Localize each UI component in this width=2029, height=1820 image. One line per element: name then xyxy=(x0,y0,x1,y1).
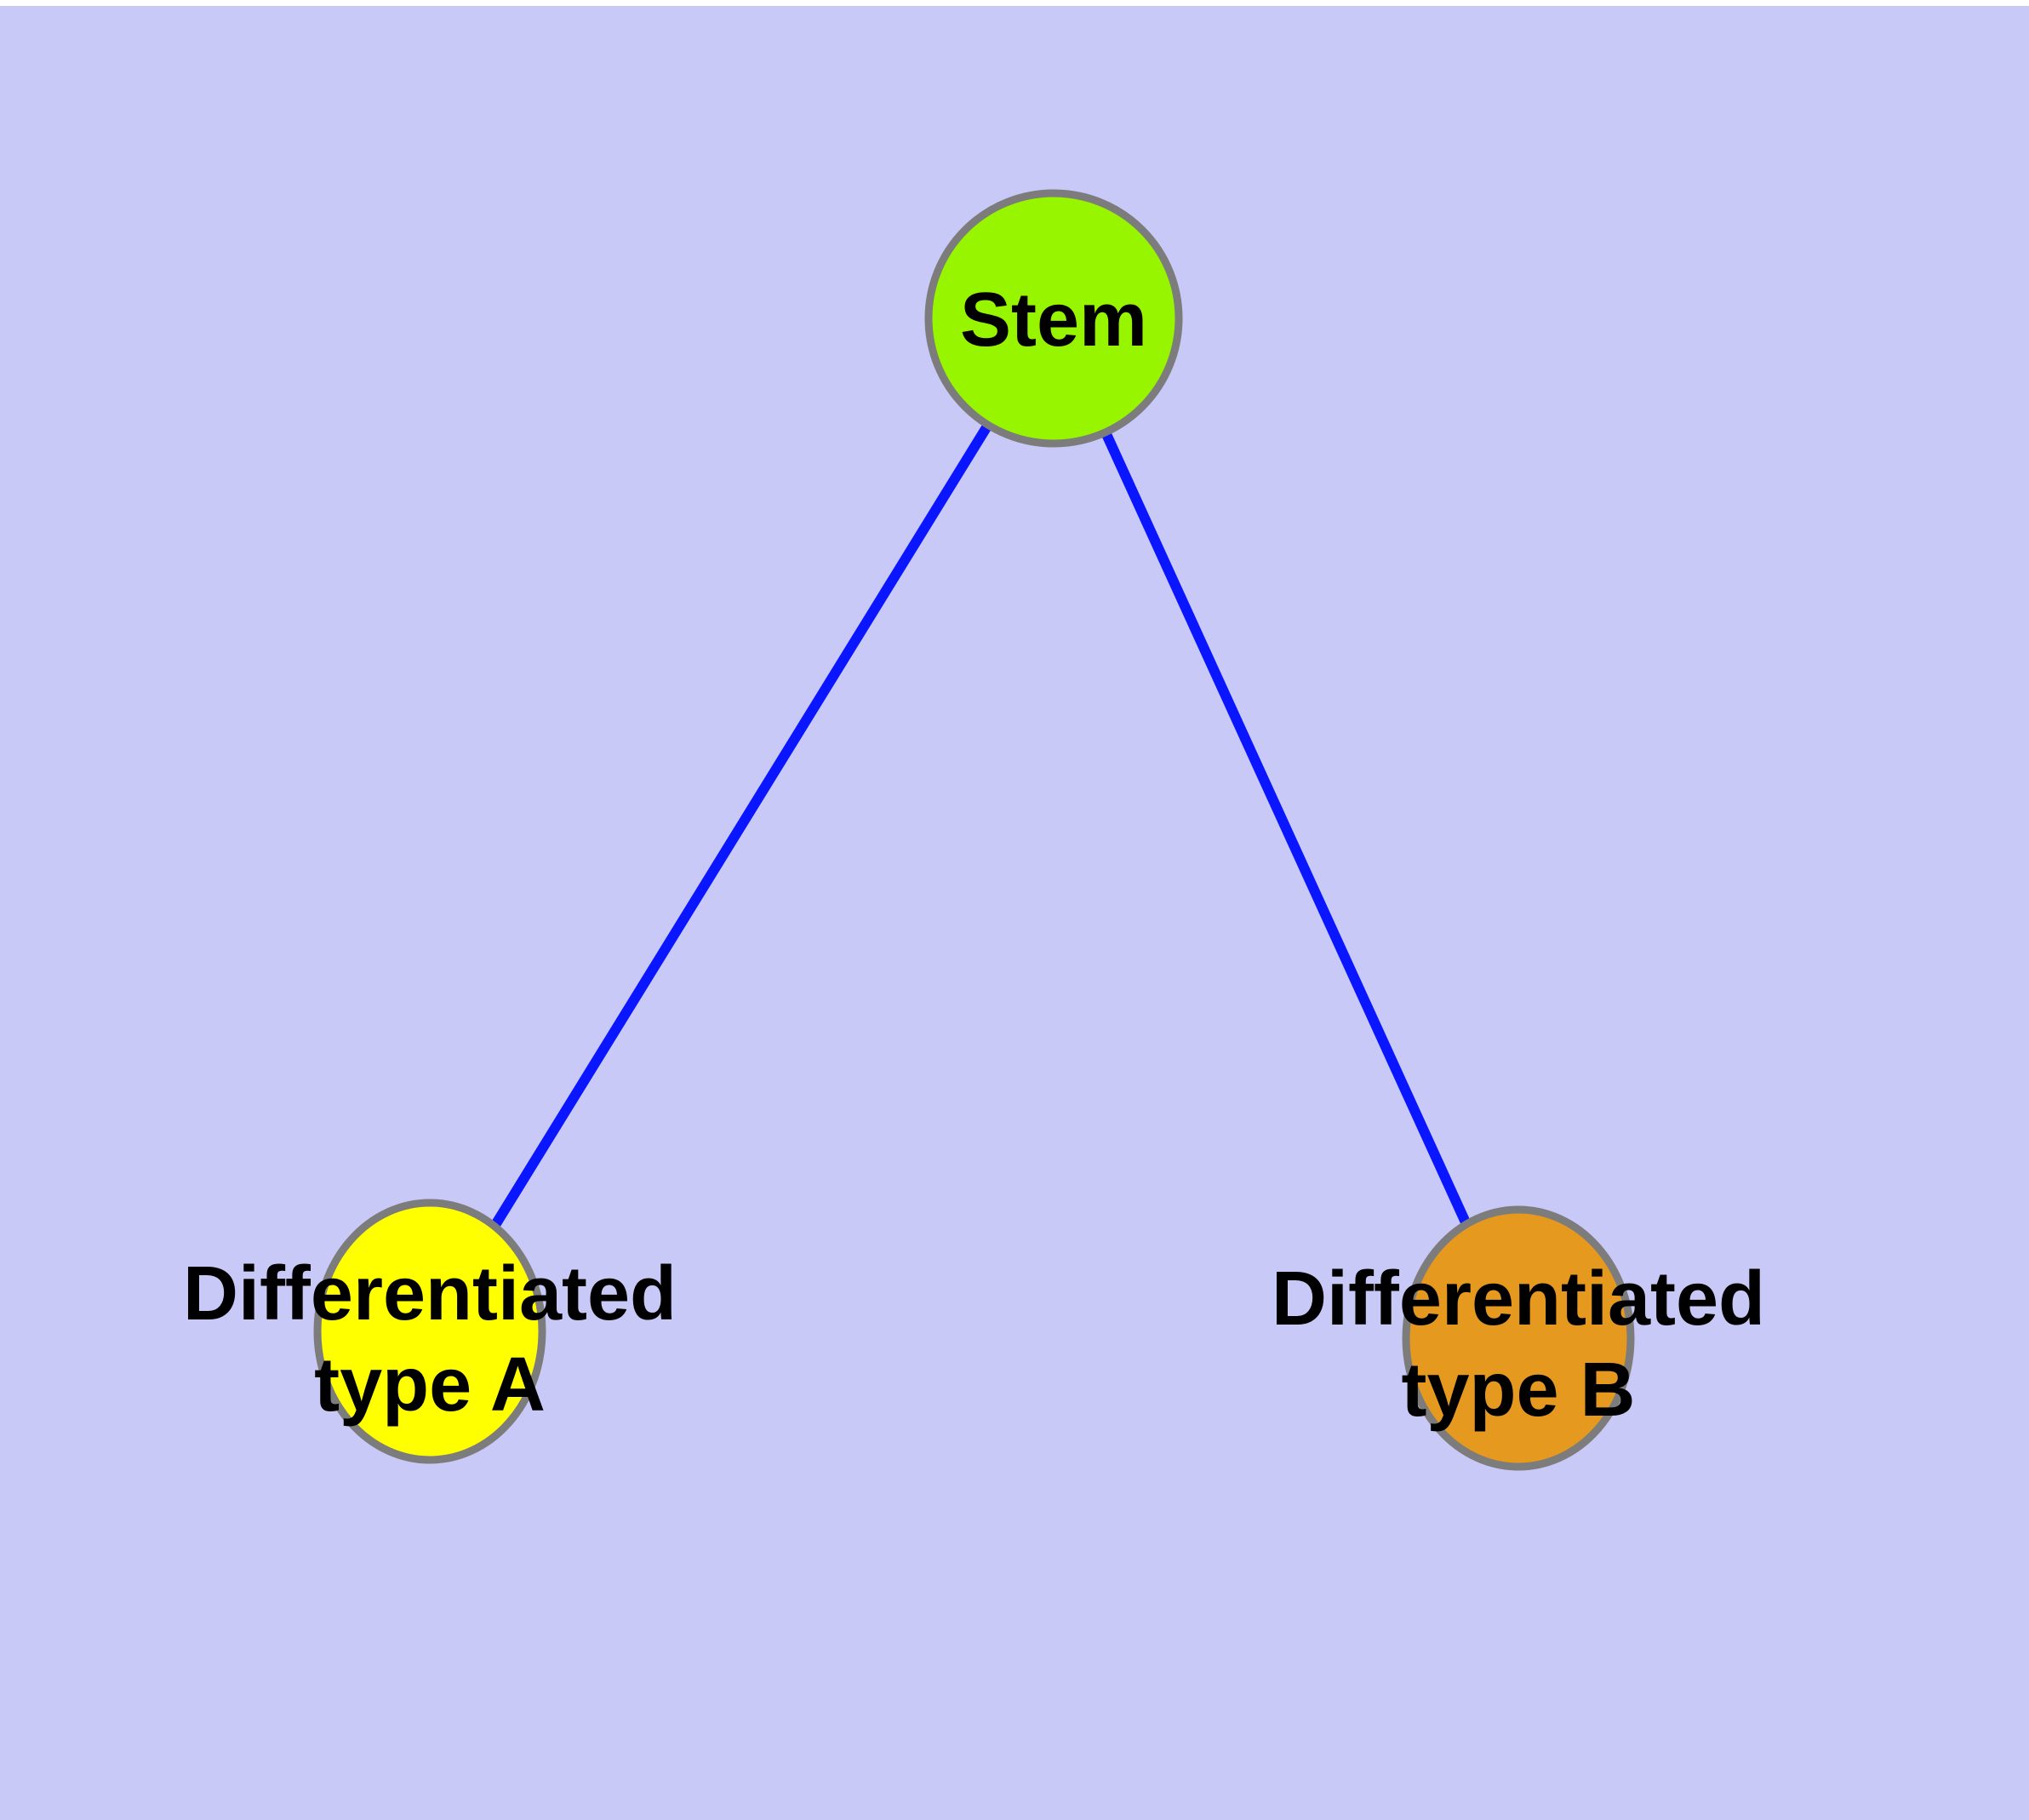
node-type-b-label-line1: Differentiated xyxy=(1272,1256,1765,1342)
node-stem xyxy=(924,189,1183,448)
edge-stem-to-type-b xyxy=(1049,316,1523,1341)
node-type-a xyxy=(313,1199,546,1464)
edge-stem-to-type-a xyxy=(425,315,1059,1335)
node-type-a-label-line1: Differentiated xyxy=(183,1251,677,1336)
node-type-a-label-line2: type A xyxy=(314,1342,546,1428)
node-type-b xyxy=(1402,1205,1635,1471)
node-type-b-label-line2: type B xyxy=(1401,1348,1635,1433)
node-stem-label: Stem xyxy=(960,278,1147,363)
